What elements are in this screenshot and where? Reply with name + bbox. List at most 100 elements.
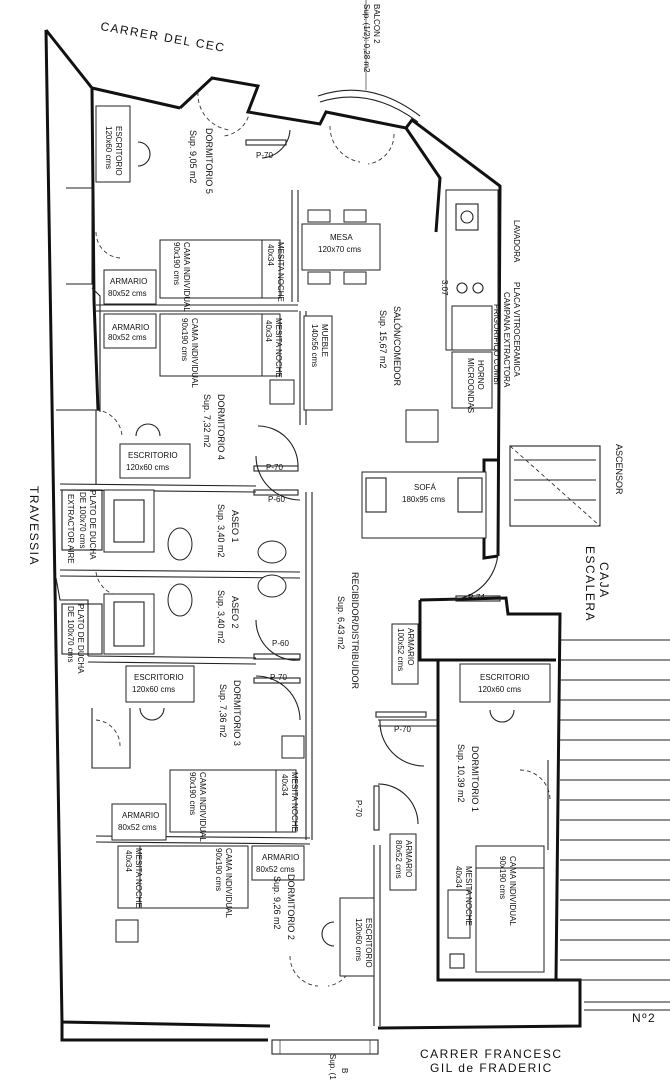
bed-size: 90x190 cms bbox=[172, 242, 181, 285]
room-area: Sup. 9,26 m2 bbox=[272, 876, 282, 930]
bed-size: 90x190 cms bbox=[498, 856, 507, 899]
furniture-labels: ESCRITORIO 120x60 cms ARMARIO 80x52 cms … bbox=[66, 126, 530, 968]
fridge-label: FRIGORIFICO COMBI bbox=[492, 304, 501, 385]
cabinet-size: 140x56 cms bbox=[310, 324, 319, 367]
shower-label: PLATO DE DUCHA bbox=[76, 604, 85, 674]
desk-label: ESCRITORIO bbox=[128, 451, 178, 460]
wardrobe-size: 80x52 cms bbox=[394, 840, 403, 879]
room-area: Sup. 15,67 m2 bbox=[378, 310, 388, 369]
door-leaves bbox=[245, 139, 501, 831]
street-bottom-1: CARRER FRANCESC bbox=[420, 1047, 563, 1061]
nightstand-label: MESITA NOCHE bbox=[276, 242, 285, 302]
desk-label: ESCRITORIO bbox=[134, 673, 184, 682]
shower-size: DE 100x70 cms bbox=[78, 492, 87, 548]
table-size: 120x70 cms bbox=[318, 245, 361, 254]
wardrobe-size: 80x52 cms bbox=[108, 333, 147, 342]
wardrobe-label: ARMARIO bbox=[404, 840, 413, 877]
room-area: Sup. 6,43 m2 bbox=[336, 596, 346, 650]
shower-label: PLATO DE DUCHA bbox=[88, 490, 97, 560]
sofa-size: 180x95 cms bbox=[402, 495, 445, 504]
door-label: P-74 bbox=[468, 593, 485, 602]
room-area: Sup. 9,05 m2 bbox=[188, 130, 198, 184]
door-label: P-60 bbox=[272, 639, 289, 648]
room-name: SALÓN/COMEDOR bbox=[392, 306, 402, 387]
door-label: P-70 bbox=[354, 800, 363, 817]
wardrobe-label: ARMARIO bbox=[406, 628, 415, 665]
bed-label: CAMA INDIVIDUAL bbox=[508, 856, 517, 926]
exterior-labels: BALCON 2 Sup. (1/2): 0,28 m2 B Sup. (1 A… bbox=[328, 4, 624, 1080]
oven-label: HORNO bbox=[476, 360, 485, 390]
bed-label: CAMA INDIVIDUAL bbox=[224, 848, 233, 918]
desk-label: ESCRITORIO bbox=[480, 673, 530, 682]
nightstand-label: MESITA NOCHE bbox=[464, 866, 473, 926]
room-name: DORMITORIO 5 bbox=[204, 128, 214, 194]
room-area: Sup. 7,32 m2 bbox=[202, 394, 212, 448]
caja-label-2: ESCALERA bbox=[583, 546, 597, 622]
bed-label: CAMA INDIVIDUAL bbox=[182, 242, 191, 312]
sofa-label: SOFÁ bbox=[414, 483, 436, 492]
caja-label-1: CAJA bbox=[597, 562, 611, 599]
shower-size: DE 100x70 cms bbox=[66, 606, 75, 662]
room-labels: DORMITORIO 5 Sup. 9,05 m2 DORMITORIO 4 S… bbox=[188, 128, 480, 940]
wardrobe-size: 100x52 cms bbox=[396, 628, 405, 671]
nightstand-label: MESITA NOCHE bbox=[134, 848, 143, 908]
bed-label: CAMA INDIVIDUAL bbox=[190, 318, 199, 388]
ascensor-label: ASCENSOR bbox=[614, 444, 624, 495]
hood-label: CAMPANA EXTRACTORA bbox=[502, 292, 511, 388]
door-label: P-70 bbox=[270, 673, 287, 682]
room-area: Sup. 7,36 m2 bbox=[218, 684, 228, 738]
door-swings bbox=[95, 89, 499, 987]
street-top: CARRER DEL CEC bbox=[99, 19, 226, 55]
table-label: MESA bbox=[330, 233, 353, 242]
exterior-walls bbox=[44, 29, 582, 1042]
balcon-top-area: Sup. (1/2): 0,28 m2 bbox=[362, 4, 371, 73]
nightstand-size: 40x34 bbox=[266, 244, 275, 266]
wardrobe-size: 80x52 cms bbox=[118, 823, 157, 832]
wardrobe-size: 80x52 cms bbox=[256, 865, 295, 874]
dimension-label: 3.07 bbox=[440, 280, 449, 296]
nightstand-label: MESITA NOCHE bbox=[274, 318, 283, 378]
room-area: Sup. 3,40 m2 bbox=[216, 504, 226, 558]
nightstand-size: 40x34 bbox=[454, 866, 463, 888]
extractor-label: EXTRACTOR AIRE bbox=[66, 494, 75, 564]
nightstand-size: 40x34 bbox=[280, 774, 289, 796]
wardrobe-label: ARMARIO bbox=[122, 811, 159, 820]
room-name: DORMITORIO 1 bbox=[470, 746, 480, 812]
balcon-bottom-label: B bbox=[340, 1068, 349, 1073]
cabinet-label: MUEBLE bbox=[320, 324, 329, 357]
furniture bbox=[61, 0, 670, 1055]
room-name: ASEO 2 bbox=[230, 596, 240, 629]
wardrobe-label: ARMARIO bbox=[262, 853, 299, 862]
house-number: Nº2 bbox=[632, 1011, 656, 1025]
room-name: ASEO 1 bbox=[230, 510, 240, 543]
wardrobe-size: 80x52 cms bbox=[108, 289, 147, 298]
hob-label: PLACA VITROCERAMICA bbox=[512, 282, 521, 377]
street-bottom-2: GIL de FRADERIC bbox=[430, 1061, 553, 1075]
room-name: DORMITORIO 3 bbox=[232, 680, 242, 746]
room-name: RECIBIDOR/DISTRIBUIDOR bbox=[350, 572, 360, 690]
wardrobe-label: ARMARIO bbox=[110, 277, 147, 286]
desk-size: 120x60 cms bbox=[478, 685, 521, 694]
balcon-bottom-area: Sup. (1 bbox=[328, 1054, 337, 1080]
nightstand-size: 40x34 bbox=[124, 850, 133, 872]
balcon-top-label: BALCON 2 bbox=[372, 4, 381, 44]
room-area: Sup. 3,40 m2 bbox=[216, 590, 226, 644]
door-label: P-70 bbox=[394, 725, 411, 734]
room-name: DORMITORIO 2 bbox=[286, 874, 296, 940]
door-labels: P-70 P-70 P-60 P-60 P-70 P-74 P-70 P-70 bbox=[256, 151, 485, 817]
street-left: TRAVESSIA bbox=[27, 486, 41, 566]
desk-label: ESCRITORIO bbox=[114, 126, 123, 176]
desk-label: ESCRITORIO bbox=[364, 918, 373, 968]
door-label: P-70 bbox=[256, 151, 273, 160]
desk-size: 120x60 cms bbox=[104, 126, 113, 169]
desk-size: 120x60 cms bbox=[132, 685, 175, 694]
bed-label: CAMA INDIVIDUAL bbox=[198, 772, 207, 842]
door-label: P-70 bbox=[266, 463, 283, 472]
bed-size: 90x190 cms bbox=[214, 848, 223, 891]
desk-size: 120x60 cms bbox=[354, 918, 363, 961]
desk-size: 120x60 cms bbox=[126, 463, 169, 472]
microwave-label: MICROONDAS bbox=[466, 358, 475, 413]
room-name: DORMITORIO 4 bbox=[216, 394, 226, 460]
nightstand-label: MESITA NOCHE bbox=[290, 772, 299, 832]
